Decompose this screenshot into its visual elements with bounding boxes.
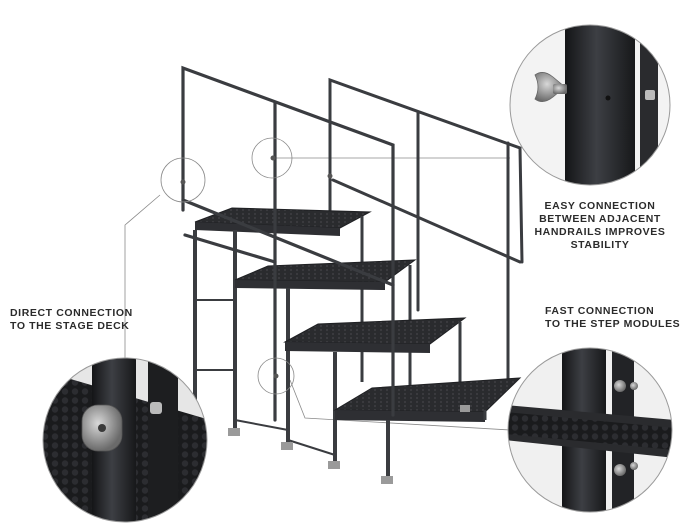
step-module-1 (193, 207, 372, 432)
detail-step-module-connection (507, 347, 673, 513)
front-handrail (181, 65, 395, 422)
caption-line: FAST CONNECTION (545, 305, 655, 317)
caption-line: STABILITY (570, 239, 630, 251)
caption-direct-connection: DIRECT CONNECTION TO THE STAGE DECK (10, 307, 150, 333)
detail-handrail-connection (509, 24, 671, 186)
stair-assembly (180, 65, 524, 484)
caption-line: TO THE STAGE DECK (10, 320, 130, 332)
back-handrail (328, 77, 524, 382)
caption-fast-connection: FAST CONNECTION TO THE STEP MODULES (545, 305, 695, 331)
detail-stage-deck-connection (42, 357, 208, 523)
caption-line: DIRECT CONNECTION (10, 307, 133, 319)
caption-line: EASY CONNECTION (544, 200, 656, 212)
detail-markers (160, 137, 295, 395)
caption-line: TO THE STEP MODULES (545, 318, 681, 330)
step-module-4 (333, 377, 522, 480)
callout-lines (124, 157, 511, 431)
caption-easy-connection: EASY CONNECTION BETWEEN ADJACENT HANDRAI… (520, 200, 680, 252)
caption-line: BETWEEN ADJACENT (539, 213, 661, 225)
caption-line: HANDRAILS IMPROVES (534, 226, 666, 238)
